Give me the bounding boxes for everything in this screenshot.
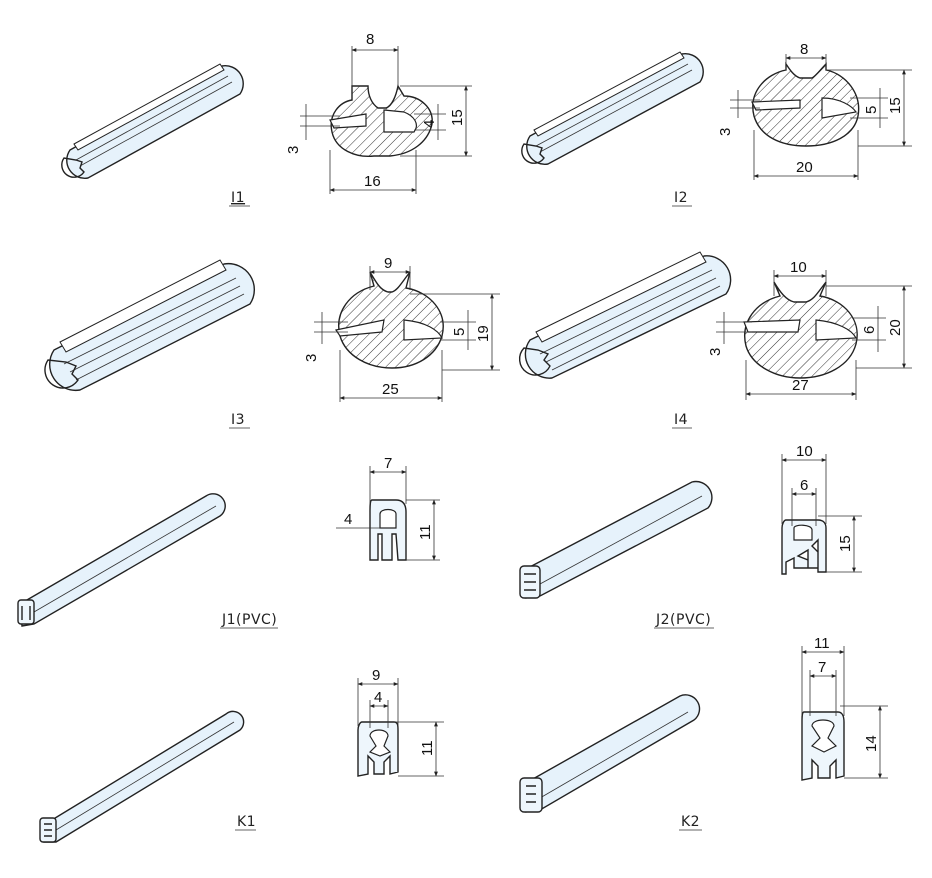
part-i1: 8 16 15 4 3 I1 (61, 31, 472, 207)
k2-dimensions: 11 7 14 (801, 635, 888, 779)
j2-dimensions: 10 6 15 (781, 443, 862, 573)
i1-label: I1 (231, 190, 245, 206)
i2-dimensions: 8 20 15 5 3 (717, 41, 912, 180)
part-j2: 10 6 15 J2(PVC) (519, 443, 862, 629)
i3-cross-section (335, 271, 444, 369)
j1-cross-section (369, 499, 407, 561)
i4-dim-top-width: 10 (790, 259, 807, 276)
j2-dim-height: 15 (837, 535, 854, 552)
j1-dim-height: 11 (417, 524, 434, 540)
i3-dim-top-width: 9 (384, 255, 392, 272)
i4-dimensions: 10 27 20 6 3 (707, 259, 912, 400)
part-i4: 10 27 20 6 3 I4 (518, 251, 912, 429)
i4-dim-height: 20 (887, 319, 904, 336)
i4-dim-slot-left: 3 (707, 348, 724, 356)
i1-cross-section (329, 84, 433, 157)
k1-dim-height: 11 (419, 740, 436, 756)
k1-label: K1 (237, 814, 256, 830)
j2-dim-opening: 6 (800, 477, 808, 494)
k1-dim-width: 9 (372, 667, 380, 684)
k2-cross-section (801, 711, 845, 781)
i2-dim-height: 15 (887, 97, 904, 114)
i3-dim-slot-right: 5 (451, 328, 468, 336)
part-j1: 7 11 4 J1(PVC) (17, 455, 440, 629)
i4-rod-illustration (518, 251, 732, 379)
i1-dim-height: 15 (449, 109, 466, 126)
j1-strip-illustration (17, 493, 226, 627)
i2-rod-illustration (521, 51, 704, 165)
k1-dim-opening: 4 (374, 689, 382, 706)
j1-dim-width: 7 (384, 455, 392, 472)
i2-dim-slot-left: 3 (717, 128, 734, 136)
k1-cross-section (357, 721, 399, 777)
part-k1: 9 4 11 K1 (39, 667, 444, 843)
i4-dim-width: 27 (792, 377, 809, 394)
part-i2: 8 20 15 5 3 I2 (521, 41, 912, 207)
j2-dim-width: 10 (796, 443, 813, 460)
i3-dim-width: 25 (382, 381, 399, 398)
i2-dim-slot-right: 5 (863, 106, 880, 114)
i3-dim-height: 19 (475, 325, 492, 342)
i2-label: I2 (674, 190, 688, 206)
i1-rod-illustration (61, 63, 244, 179)
i2-dim-width: 20 (796, 159, 813, 176)
i3-rod-illustration (44, 259, 256, 392)
k2-strip-illustration (519, 694, 701, 813)
i1-dim-slot-left: 3 (285, 146, 302, 154)
i3-label: I3 (231, 412, 245, 428)
k1-dimensions: 9 4 11 (357, 667, 444, 777)
i1-dim-slot-right: 4 (421, 120, 438, 128)
j1-dimensions: 7 11 4 (336, 455, 440, 561)
i3-dimensions: 9 25 19 5 3 (303, 255, 500, 402)
k1-strip-illustration (39, 710, 245, 843)
k2-dim-opening: 7 (818, 659, 826, 676)
k2-dim-height: 14 (863, 735, 880, 752)
j2-cross-section (781, 519, 827, 575)
i2-cross-section (751, 61, 860, 147)
i4-cross-section (743, 281, 858, 379)
j1-label: J1(PVC) (221, 612, 277, 628)
i4-dim-slot-right: 6 (861, 326, 878, 334)
i1-dim-top-width: 8 (366, 31, 374, 48)
k2-dim-width: 11 (814, 635, 830, 652)
j2-strip-illustration (519, 480, 713, 599)
i4-label: I4 (674, 412, 688, 428)
j2-label: J2(PVC) (655, 612, 711, 628)
i2-dim-top-width: 8 (800, 41, 808, 58)
j1-dim-opening: 4 (344, 511, 352, 528)
part-i3: 9 25 19 5 3 I3 (44, 255, 500, 429)
i1-dimensions: 8 16 15 4 3 (285, 31, 472, 194)
i3-dim-slot-left: 3 (303, 354, 320, 362)
k2-label: K2 (681, 814, 700, 830)
i1-dim-width: 16 (364, 173, 381, 190)
part-k2: 11 7 14 K2 (519, 635, 888, 831)
